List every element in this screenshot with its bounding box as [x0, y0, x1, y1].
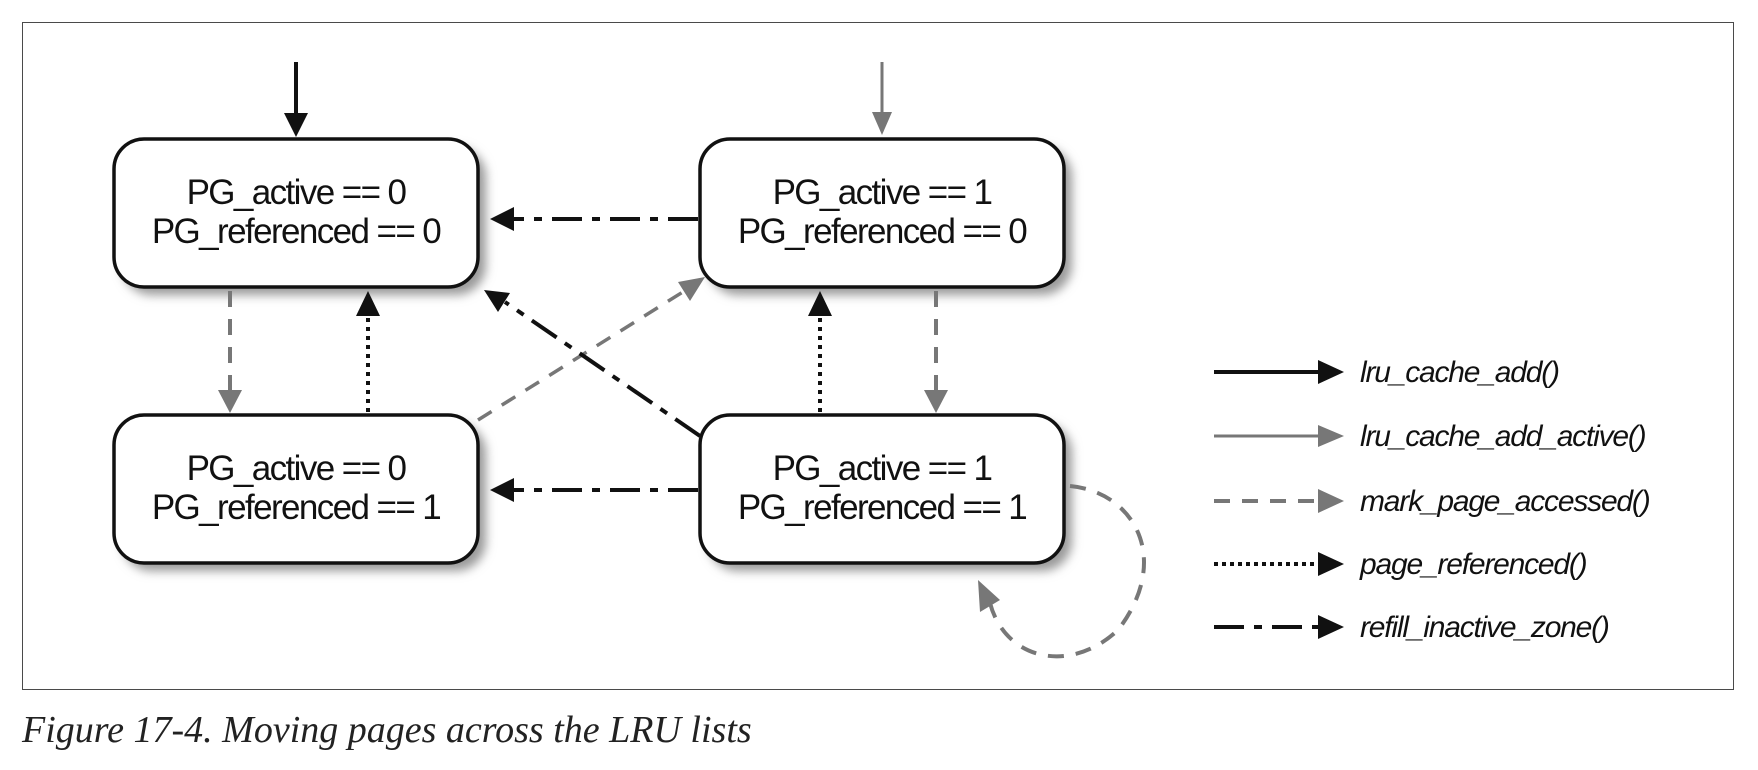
state-box-active0-ref1: PG_active == 0 PG_referenced == 1 — [112, 413, 486, 571]
state-active0-ref1-line1: PG_active == 0 — [187, 449, 407, 488]
arrow-entry-to-active0-ref0 — [284, 62, 308, 137]
state-box-active1-ref1: PG_active == 1 PG_referenced == 1 — [698, 413, 1072, 571]
arrow-active1-ref1-to-active1-ref0 — [808, 291, 832, 412]
legend-label-mark-page-accessed: mark_page_accessed() — [1360, 485, 1650, 518]
arrow-active1-ref0-to-active0-ref0 — [490, 207, 698, 231]
state-active0-ref1-line2: PG_referenced == 1 — [152, 488, 440, 527]
state-box-active0-ref0: PG_active == 0 PG_referenced == 0 — [112, 137, 486, 295]
legend-label-refill-inactive-zone: refill_inactive_zone() — [1360, 611, 1609, 644]
legend-item-mark-page-accessed: mark_page_accessed() — [1214, 485, 1651, 518]
legend-label-lru-cache-add-active: lru_cache_add_active() — [1360, 420, 1646, 453]
state-box-active1-ref0: PG_active == 1 PG_referenced == 0 — [698, 137, 1072, 295]
state-active1-ref1-line2: PG_referenced == 1 — [738, 488, 1026, 527]
arrow-entry-to-active1-ref0 — [872, 62, 892, 135]
arrow-active0-ref1-to-active0-ref0 — [356, 291, 380, 412]
arrow-active1-ref0-to-active1-ref1 — [924, 291, 948, 413]
state-active0-ref0-line1: PG_active == 0 — [187, 173, 407, 212]
legend-item-lru-cache-add-active: lru_cache_add_active() — [1214, 420, 1647, 453]
arrow-active1-ref1-to-active0-ref1 — [490, 478, 698, 502]
state-active1-ref0-line1: PG_active == 1 — [773, 173, 992, 212]
figure-caption: Figure 17-4. Moving pages across the LRU… — [22, 709, 752, 751]
legend-item-lru-cache-add: lru_cache_add() — [1214, 356, 1560, 389]
legend-item-refill-inactive-zone: refill_inactive_zone() — [1214, 611, 1610, 644]
state-active1-ref0-line2: PG_referenced == 0 — [738, 212, 1027, 251]
legend-label-page-referenced: page_referenced() — [1359, 548, 1587, 581]
arrow-active0-ref0-to-active0-ref1 — [218, 291, 242, 413]
arrow-active1-ref1-to-active0-ref0 — [484, 290, 702, 438]
arrow-active0-ref1-to-active1-ref0 — [477, 277, 705, 422]
state-active0-ref0-line2: PG_referenced == 0 — [152, 212, 441, 251]
legend-item-page-referenced: page_referenced() — [1214, 548, 1588, 581]
legend-label-lru-cache-add: lru_cache_add() — [1360, 356, 1559, 389]
arrow-active1-ref1-self-loop — [978, 484, 1146, 659]
legend: lru_cache_add() lru_cache_add_active() m… — [1214, 356, 1651, 644]
state-active1-ref1-line1: PG_active == 1 — [773, 449, 992, 488]
figure-frame — [22, 22, 1734, 690]
